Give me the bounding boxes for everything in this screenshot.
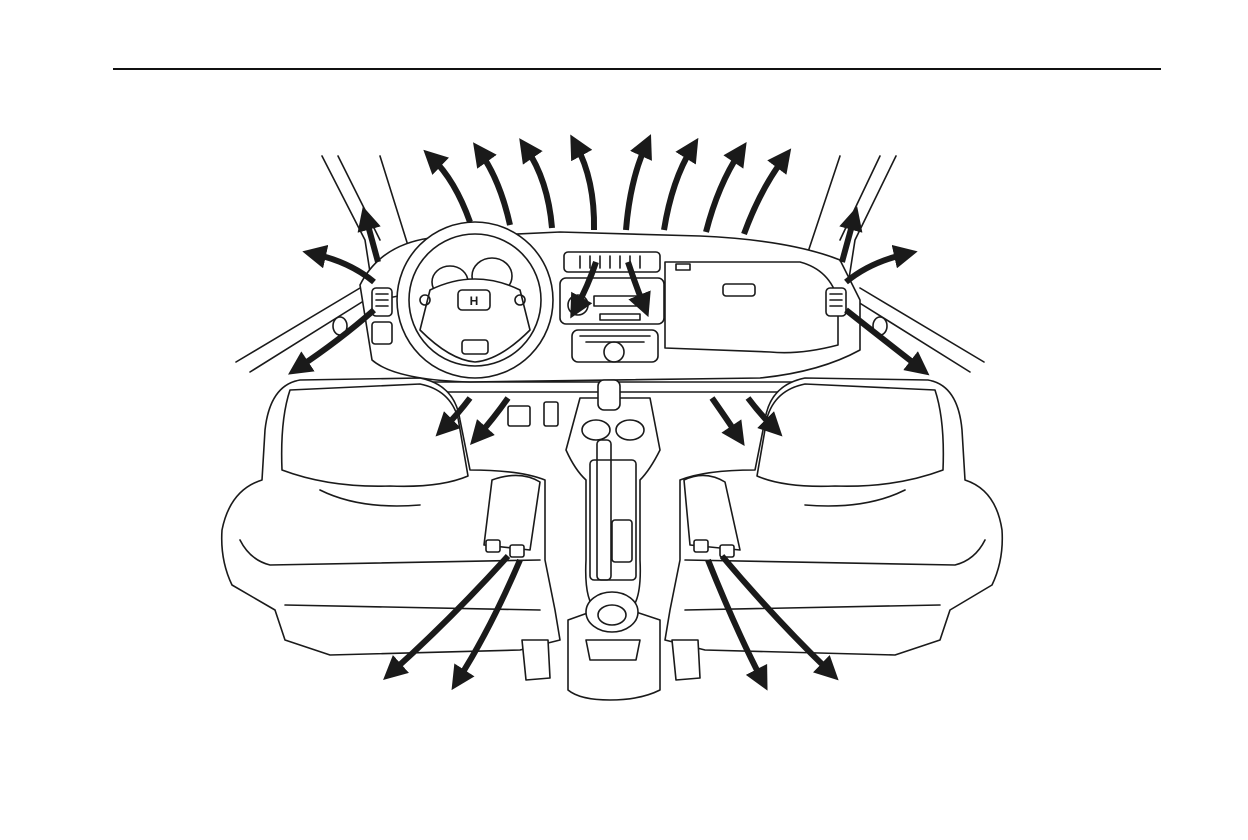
arrow-windshield-5 bbox=[626, 145, 646, 230]
right-seat bbox=[665, 378, 1002, 680]
left-seat bbox=[222, 378, 560, 680]
arrow-floor-front-3 bbox=[712, 398, 738, 436]
arrow-windshield-6 bbox=[664, 148, 692, 230]
arrow-windshield-4 bbox=[576, 145, 594, 230]
arrow-windshield-1 bbox=[432, 158, 470, 222]
steering-wheel: H bbox=[397, 222, 553, 378]
arrow-windshield-2 bbox=[480, 152, 510, 225]
arrow-floor-front-2 bbox=[478, 398, 508, 436]
arrow-side-upper-right bbox=[846, 254, 906, 282]
arrow-windshield-7 bbox=[706, 152, 740, 232]
arrow-side-upper-left bbox=[314, 254, 374, 282]
arrow-windshield-8 bbox=[744, 158, 784, 234]
brand-logo: H bbox=[470, 294, 479, 308]
arrow-windshield-3 bbox=[526, 148, 552, 228]
